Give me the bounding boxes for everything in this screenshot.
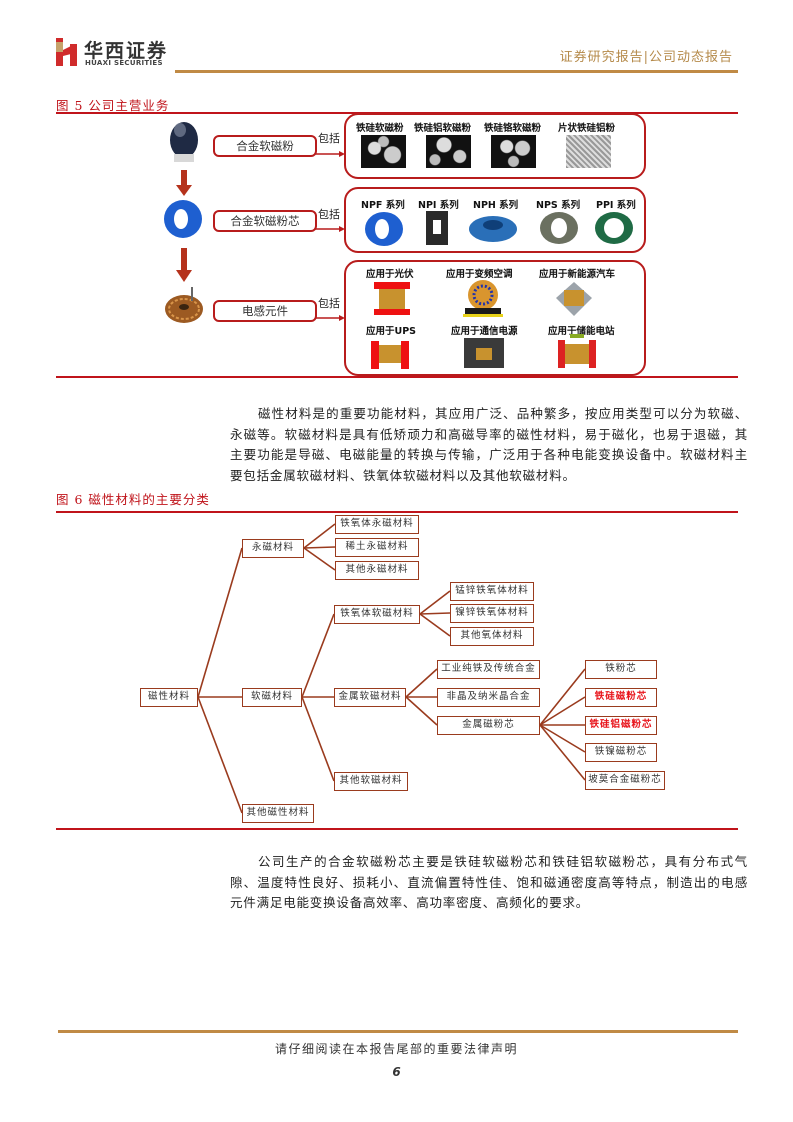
core-series-label: NPS 系列 xyxy=(536,200,581,211)
tree-node-ferrite-soft: 铁氧体软磁材料 xyxy=(334,605,420,624)
tree-node-highlighted: 铁硅铝磁粉芯 xyxy=(585,716,657,735)
application-label: 应用于通信电源 xyxy=(451,326,518,337)
powder-label: 片状铁硅铝粉 xyxy=(558,123,616,134)
huaxi-logo-icon xyxy=(56,38,78,66)
tree-node-leaf: 铁粉芯 xyxy=(585,660,657,679)
tree-node-highlighted: 铁硅磁粉芯 xyxy=(585,688,657,707)
product-box-powder-core: 合金软磁粉芯 xyxy=(213,210,317,232)
logo-english-name: HUAXI SECURITIES xyxy=(85,59,163,67)
report-type: 证券研究报告|公司动态报告 xyxy=(559,50,733,65)
nps-core-image xyxy=(540,212,578,244)
tree-node-leaf: 其他氧体材料 xyxy=(450,627,534,646)
tree-node-leaf: 坡莫合金磁粉芯 xyxy=(585,771,665,790)
tree-node-permanent: 永磁材料 xyxy=(242,539,304,558)
ppi-core-image xyxy=(595,212,633,244)
npf-core-image xyxy=(365,212,403,246)
tree-node-other-soft: 其他软磁材料 xyxy=(334,772,408,791)
right-arrow-icon xyxy=(315,307,345,321)
tree-node-metal-powder-core: 金属磁粉芯 xyxy=(437,716,540,735)
application-label: 应用于光伏 xyxy=(366,269,414,280)
tree-node-leaf: 锰锌铁氧体材料 xyxy=(450,582,534,601)
footer-divider xyxy=(58,1030,738,1033)
tree-node-leaf: 铁氧体永磁材料 xyxy=(335,515,419,534)
inductor-icon xyxy=(163,285,205,325)
core-series-label: NPF 系列 xyxy=(361,200,405,211)
pv-inductor-image xyxy=(374,282,410,315)
figure6-top-rule xyxy=(56,511,738,513)
powder-label: 铁硅铬软磁粉 xyxy=(484,123,542,134)
right-arrow-icon xyxy=(315,218,345,232)
figure6-bottom-rule xyxy=(56,828,738,830)
body-paragraph-company-products: 公司生产的合金软磁粉芯主要是铁硅软磁粉芯和铁硅铝软磁粉芯，具有分布式气隙、温度特… xyxy=(230,854,748,910)
down-arrow-icon xyxy=(176,170,192,196)
product-box-alloy-powder: 合金软磁粉 xyxy=(213,135,317,157)
application-label: 应用于UPS xyxy=(366,326,417,337)
powder-micrograph-image xyxy=(491,135,536,168)
down-arrow-icon xyxy=(176,248,192,282)
core-series-label: PPI 系列 xyxy=(596,200,636,211)
application-label: 应用于变频空调 xyxy=(446,269,513,280)
tree-node-other-magnetic: 其他磁性材料 xyxy=(242,804,314,823)
ac-inductor-image xyxy=(463,280,503,317)
include-label: 包括 xyxy=(318,132,340,145)
header-divider xyxy=(175,70,738,73)
powder-core-icon xyxy=(162,198,204,240)
tree-node-leaf: 其他永磁材料 xyxy=(335,561,419,580)
application-label: 应用于储能电站 xyxy=(548,326,615,337)
body-paragraph-magnetic-materials: 磁性材料是的重要功能材料，其应用广泛、品种繁多，按应用类型可以分为软磁、永磁等。… xyxy=(230,406,748,483)
powder-label: 铁硅铝软磁粉 xyxy=(414,123,472,134)
legal-disclaimer: 请仔细阅读在本报告尾部的重要法律声明 xyxy=(274,1042,518,1056)
storage-inductor-image xyxy=(558,334,596,368)
powder-micrograph-image xyxy=(426,135,471,168)
core-series-label: NPI 系列 xyxy=(418,200,459,211)
core-series-label: NPH 系列 xyxy=(473,200,519,211)
telecom-inductor-image xyxy=(464,338,504,368)
powder-bottle-icon xyxy=(166,118,202,164)
ups-inductor-image xyxy=(371,341,409,369)
core-series-panel: NPF 系列 NPI 系列 NPH 系列 NPS 系列 PPI 系列 xyxy=(344,187,646,253)
include-label: 包括 xyxy=(318,297,340,310)
ev-inductor-image xyxy=(556,282,592,316)
application-label: 应用于新能源汽车 xyxy=(539,269,616,280)
figure5-bottom-rule xyxy=(56,376,738,378)
powder-micrograph-image xyxy=(361,135,406,168)
tree-node-leaf: 稀土永磁材料 xyxy=(335,538,419,557)
tree-node-leaf: 铁镍磁粉芯 xyxy=(585,743,657,762)
nph-core-image xyxy=(469,216,517,242)
figure6-title: 图 6 磁性材料的主要分类 xyxy=(56,492,210,507)
powder-label: 铁硅软磁粉 xyxy=(356,123,404,134)
powder-types-panel: 铁硅软磁粉 铁硅铝软磁粉 铁硅铬软磁粉 片状铁硅铝粉 xyxy=(344,113,646,179)
tree-node-root: 磁性材料 xyxy=(140,688,198,707)
logo-chinese-name: 华西证券 xyxy=(84,40,169,62)
figure5-title: 图 5 公司主营业务 xyxy=(56,98,170,113)
tree-node-leaf: 非晶及纳米晶合金 xyxy=(437,688,540,707)
include-label: 包括 xyxy=(318,208,340,221)
npi-core-image xyxy=(426,211,448,245)
tree-node-metal-soft: 金属软磁材料 xyxy=(334,688,406,707)
tree-node-leaf: 工业纯铁及传统合金 xyxy=(437,660,540,679)
applications-panel: 应用于光伏 应用于变频空调 应用于新能源汽车 应用于UPS 应用于通信电源 应用… xyxy=(344,260,646,376)
tree-node-soft: 软磁材料 xyxy=(242,688,302,707)
page-number: 6 xyxy=(392,1065,401,1079)
flake-powder-image xyxy=(566,135,611,168)
right-arrow-icon xyxy=(315,143,345,157)
tree-node-leaf: 镍锌铁氧体材料 xyxy=(450,604,534,623)
product-box-inductor: 电感元件 xyxy=(213,300,317,322)
